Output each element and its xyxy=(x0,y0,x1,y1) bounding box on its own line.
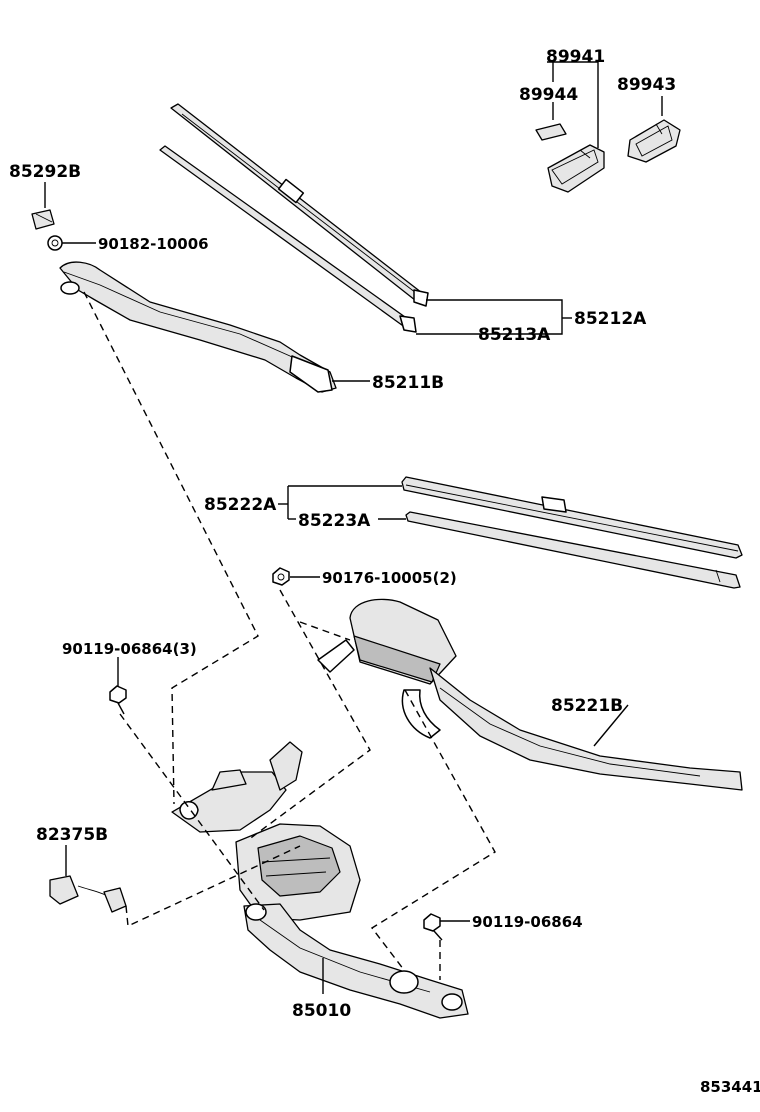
bolt-90119-06864-left xyxy=(109,685,127,715)
passenger-wiper-blade-85222A xyxy=(401,476,743,589)
passenger-wiper-arm-85221B xyxy=(317,598,743,791)
label-85221B: 85221B xyxy=(551,696,623,716)
label-89943: 89943 xyxy=(617,75,676,95)
bolt-90119-06864-right xyxy=(423,913,443,941)
label-89941: 89941 xyxy=(546,47,605,67)
label-85222A: 85222A xyxy=(204,495,277,515)
label-85211B: 85211B xyxy=(372,373,444,393)
front-wiper-arm-85211B xyxy=(59,261,337,393)
connector-82375B xyxy=(49,875,127,913)
assembly-dashed-lines xyxy=(83,291,496,980)
label-90119-06864-3: 90119-06864(3) xyxy=(62,640,197,658)
nut-90176-10005 xyxy=(272,567,290,586)
adapter-89943 xyxy=(627,119,681,163)
leader-lines xyxy=(44,61,663,994)
label-85292B: 85292B xyxy=(9,162,81,182)
label-90176-10005: 90176-10005(2) xyxy=(322,569,457,587)
label-90182-10006: 90182-10006 xyxy=(98,235,209,253)
nut-90182-10006 xyxy=(47,235,63,251)
diagram-id: 853441 xyxy=(700,1078,760,1096)
label-85223A: 85223A xyxy=(298,511,371,531)
label-85010: 85010 xyxy=(292,1001,351,1021)
cap-85292B xyxy=(31,209,55,230)
label-85212A: 85212A xyxy=(574,309,647,329)
label-90119-06864: 90119-06864 xyxy=(472,913,583,931)
label-82375B: 82375B xyxy=(36,825,108,845)
label-89944: 89944 xyxy=(519,85,578,105)
linkage-motor-85010 xyxy=(171,741,469,1019)
adapter-89941 xyxy=(547,144,605,193)
label-85213A: 85213A xyxy=(478,325,551,345)
pad-89944 xyxy=(535,123,567,141)
front-wiper-blade-85212A xyxy=(159,103,429,333)
